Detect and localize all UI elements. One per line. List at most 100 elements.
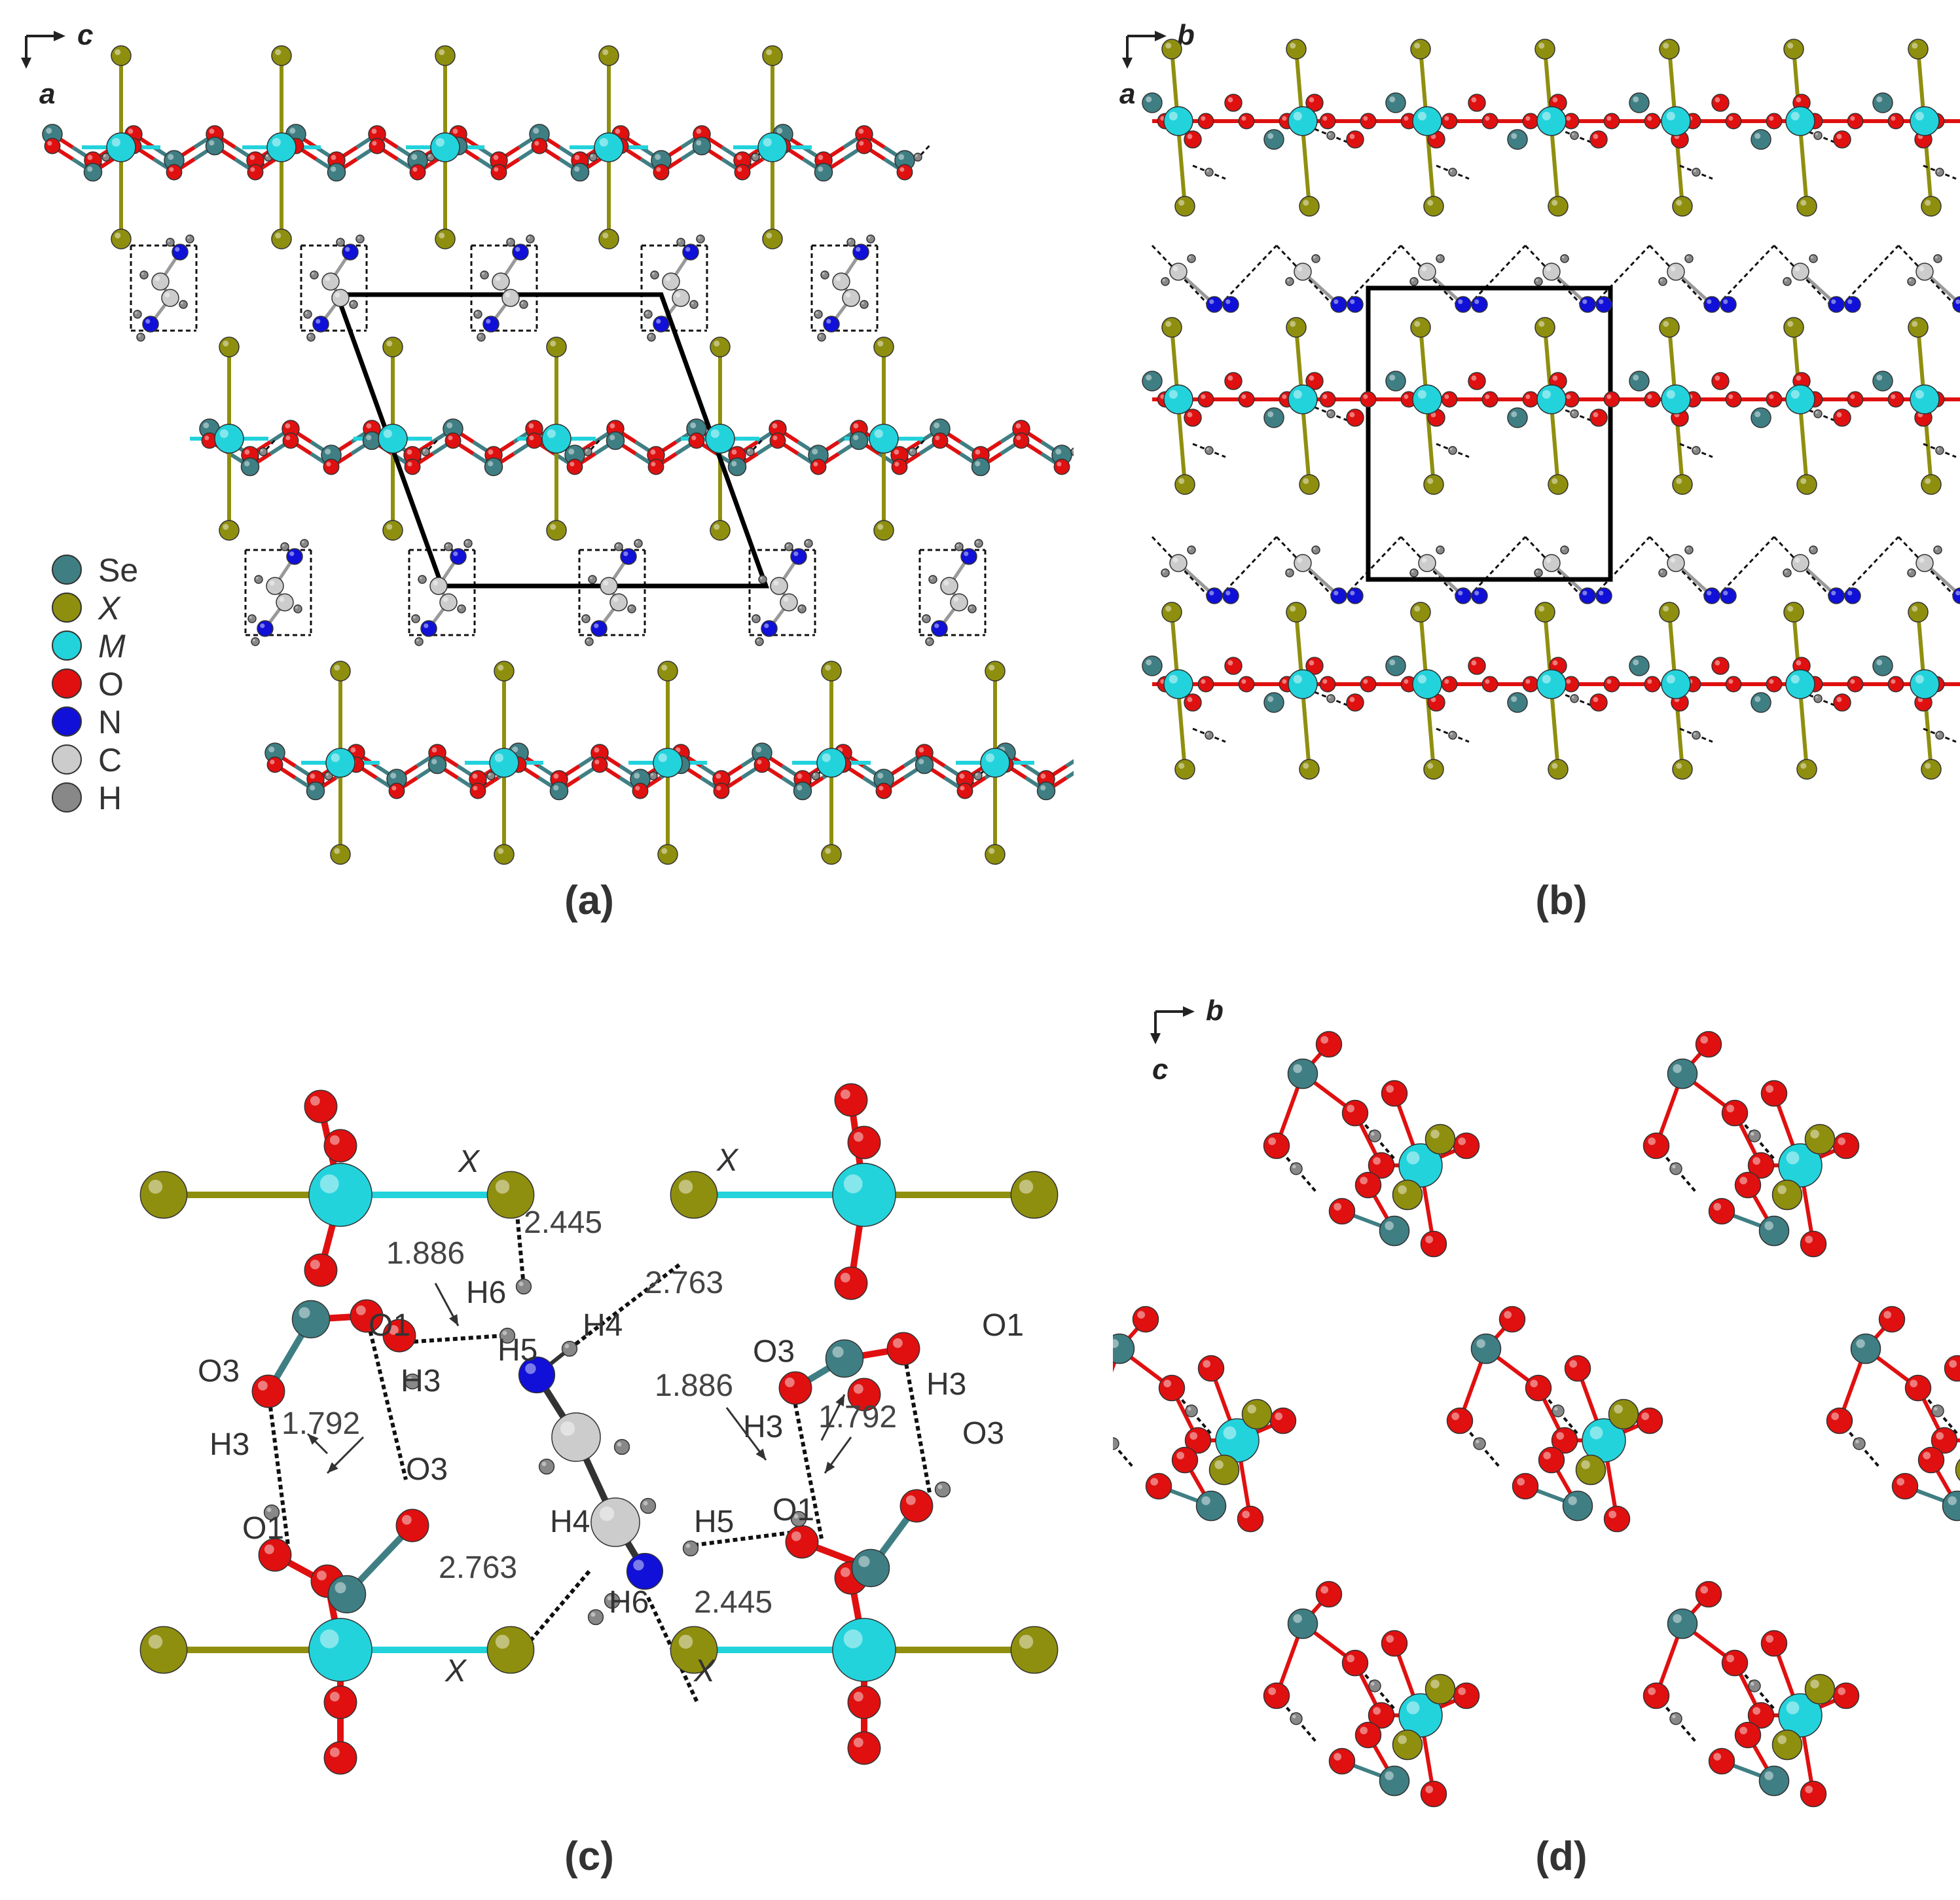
atom-highlight	[1726, 1105, 1735, 1113]
atom-highlight	[87, 155, 93, 160]
atom-se	[1470, 1333, 1502, 1364]
atom-highlight	[1313, 256, 1316, 259]
dist-2: 2.445	[524, 1205, 602, 1240]
atom-highlight	[138, 335, 141, 337]
atom-highlight	[1525, 394, 1531, 399]
atom-highlight	[420, 577, 422, 579]
atom-highlight	[1647, 116, 1652, 121]
atom-highlight	[1949, 1360, 1957, 1368]
atom-highlight	[1267, 696, 1274, 703]
atom-x	[1672, 196, 1693, 217]
atom-highlight	[1838, 1687, 1846, 1696]
atom-x	[598, 228, 619, 249]
atom-x	[762, 228, 783, 249]
atom-o	[1589, 130, 1608, 149]
atom-highlight	[1647, 394, 1652, 399]
hydrogen-bond	[1897, 536, 1960, 604]
atom-n	[172, 244, 189, 261]
atom-m	[1288, 106, 1318, 136]
atom-highlight	[407, 462, 412, 467]
atom-n	[1844, 296, 1861, 313]
atom-highlight	[1752, 1707, 1761, 1715]
atom-se	[205, 136, 225, 156]
atom-c	[842, 289, 860, 307]
atom-highlight	[915, 155, 918, 157]
atom-highlight	[448, 435, 453, 441]
atom-highlight	[494, 753, 503, 762]
atom-x	[1783, 39, 1804, 60]
atom-highlight	[525, 1363, 536, 1374]
atom-x	[219, 520, 240, 541]
atom-highlight	[1328, 411, 1331, 414]
hydrogen-bond	[1275, 536, 1340, 604]
atom-x	[1010, 1171, 1059, 1219]
atom-highlight	[1389, 659, 1396, 666]
atom-o	[1833, 693, 1851, 712]
atom-n	[286, 548, 303, 565]
atom-m	[325, 748, 355, 778]
atom-h	[457, 604, 466, 613]
label-o3b: O3	[406, 1452, 448, 1487]
atom-highlight	[1777, 1735, 1787, 1744]
atom-highlight	[479, 335, 481, 337]
atom-highlight	[1458, 591, 1463, 596]
atom-x	[1955, 1459, 1960, 1481]
atom-highlight	[310, 1259, 320, 1270]
atom-o	[591, 756, 608, 773]
atom-o	[1747, 1702, 1775, 1729]
atom-h	[1161, 277, 1170, 286]
atom-highlight	[115, 232, 121, 239]
hydrogen-bond	[693, 1530, 796, 1547]
atom-highlight	[1450, 448, 1453, 450]
atom-o	[769, 432, 786, 449]
atom-highlight	[1360, 1177, 1368, 1185]
atom-highlight	[1910, 1379, 1918, 1388]
atom-highlight	[1633, 659, 1639, 666]
atom-highlight	[853, 1737, 863, 1747]
atom-o	[1481, 391, 1498, 408]
atom-highlight	[1572, 133, 1574, 136]
atom-c	[1294, 554, 1312, 572]
atom-highlight	[564, 1343, 570, 1349]
atom-highlight	[1203, 1360, 1211, 1368]
atom-highlight	[766, 232, 772, 239]
atom-highlight	[1386, 1635, 1394, 1643]
atom-o	[886, 1332, 920, 1366]
atom-o	[404, 458, 421, 475]
atom-highlight	[1347, 1105, 1355, 1113]
atom-highlight	[1876, 375, 1883, 381]
atom-highlight	[656, 167, 661, 172]
atom-m	[1778, 1143, 1823, 1188]
dist-4: 1.792	[281, 1406, 360, 1441]
atom-o	[1800, 1780, 1827, 1808]
atom-highlight	[1019, 1179, 1034, 1194]
atom-highlight	[1444, 116, 1449, 121]
atom-highlight	[1227, 375, 1233, 381]
atom-highlight	[1648, 1687, 1656, 1696]
atom-highlight	[1511, 411, 1517, 418]
atom-highlight	[1855, 1440, 1859, 1444]
atom-o	[1603, 1505, 1631, 1533]
atom-highlight	[1566, 394, 1571, 399]
atom-o	[1197, 676, 1214, 693]
atom-n	[653, 316, 670, 333]
atom-highlight	[266, 155, 268, 157]
atom-c	[151, 272, 170, 291]
atom-highlight	[1349, 134, 1355, 139]
atom-highlight	[1909, 279, 1912, 282]
atom-h	[968, 604, 977, 613]
atom-highlight	[1511, 696, 1517, 703]
atom-o	[1319, 391, 1336, 408]
atom-n	[1595, 296, 1612, 313]
atom-h	[784, 542, 793, 551]
atom-highlight	[1201, 1496, 1210, 1505]
atom-highlight	[279, 596, 285, 602]
atom-o	[753, 756, 771, 773]
atom-highlight	[1723, 299, 1728, 304]
atom-x	[1392, 1729, 1423, 1761]
atom-n	[1347, 296, 1364, 313]
label-h4b: H4	[550, 1505, 590, 1539]
atom-highlight	[1530, 1379, 1538, 1388]
atom-x	[1796, 474, 1817, 495]
atom-h	[1205, 731, 1214, 740]
